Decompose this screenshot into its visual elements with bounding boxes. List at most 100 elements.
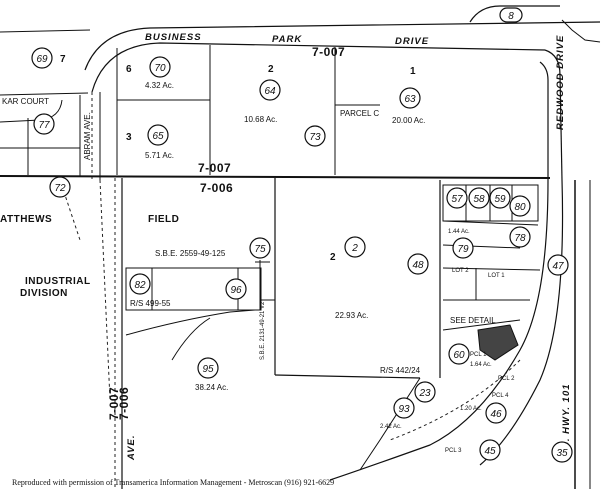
parcel-number-65: 65: [152, 131, 164, 142]
tract-7007-top: 7-007: [312, 45, 345, 59]
parcel-number-70: 70: [154, 63, 166, 74]
parcel-circle-48: [407, 253, 429, 275]
parcel-circle-58: [468, 187, 490, 209]
small-pcl-2: PCL 2: [498, 376, 515, 382]
parcel-circle-59: [489, 187, 511, 209]
parcel-number-46: 46: [490, 409, 502, 420]
small-pcl-3: PCL 3: [445, 448, 462, 454]
parcel-number-35: 35: [556, 448, 568, 459]
label-parcel-c: PARCEL C: [340, 109, 379, 118]
label-see-detail: SEE DETAIL: [450, 316, 496, 325]
small-pcl-1: PCL 1: [470, 352, 487, 358]
small-acre-242: 2.42 Ac.: [380, 424, 402, 430]
lot-2-acre: 10.68 Ac.: [244, 115, 277, 124]
lot-2-number: 2: [268, 64, 274, 75]
parcel-number-79: 79: [457, 244, 469, 255]
parcel-circle-95: [197, 357, 219, 379]
lot-6-number: 6: [126, 64, 132, 75]
street-business: BUSINESS: [145, 32, 202, 43]
street-drive: DRIVE: [395, 36, 429, 47]
lot-1-number: 1: [410, 66, 416, 77]
parcel-circle-80: [509, 195, 531, 217]
label-sbe-top: S.B.E. 2559-49-125: [155, 249, 226, 258]
parcel-number-75: 75: [254, 244, 266, 255]
street-redwood-drive: REDWOOD DRIVE: [555, 35, 566, 130]
parcel-circle-78: [509, 226, 531, 248]
street-ave: AVE.: [126, 435, 137, 461]
parcel-number-47: 47: [552, 261, 564, 272]
label-rs-left: R/S 499-55: [130, 299, 171, 308]
parcel-number-48: 48: [412, 260, 424, 271]
parcel-circle-45: [479, 439, 501, 461]
lot-1-acre: 20.00 Ac.: [392, 116, 425, 125]
tract-7006-left: 7-006: [117, 387, 131, 420]
parcel-number-59: 59: [494, 194, 506, 205]
redwood-drive-west-edge: [539, 61, 549, 180]
parcel-circle-57: [446, 187, 468, 209]
parcel-circle-75: [249, 237, 271, 259]
label-sbe-vertical: S.B.E. 2131-49-21 V2: [260, 301, 266, 360]
area-field: FIELD: [148, 214, 179, 225]
small-acre-120: 1.20 Ac.: [460, 406, 482, 412]
tract-7006: 7-006: [200, 181, 233, 195]
parcel-circle-70: [149, 56, 171, 78]
parcel-circle-96: [225, 278, 247, 300]
parcel-number-2: 2: [351, 243, 358, 254]
parcel-circle-60: [448, 343, 470, 365]
parcel-circle-64: [259, 79, 281, 101]
parcel-circle-93: [393, 397, 415, 419]
parcel-number-78: 78: [514, 233, 526, 244]
lot-2b-number: 2: [330, 252, 336, 263]
small-pcl-4: PCL 4: [492, 393, 509, 399]
lot-95-acre: 38.24 Ac.: [195, 383, 228, 392]
parcel-number-60: 60: [453, 350, 465, 361]
small-lot-2: LOT 2: [452, 268, 469, 274]
lot-7-number: 7: [60, 54, 66, 65]
parcel-circle-73: [304, 125, 326, 147]
redwood-drive-east-edge: [559, 74, 563, 181]
parcel-circle-77: [33, 113, 55, 135]
label-rs-mid: R/S 442/24: [380, 366, 421, 375]
lot-6-acre: 4.32 Ac.: [145, 81, 174, 90]
area-industrial: INDUSTRIAL: [25, 276, 91, 287]
tract-7007-mid: 7-007: [198, 161, 231, 175]
parcel-circle-47: [547, 254, 569, 276]
parcel-number-57: 57: [451, 194, 463, 205]
parcel-circle-46: [485, 402, 507, 424]
parcel-circle-65: [147, 124, 169, 146]
parcel-number-80: 80: [514, 202, 526, 213]
small-acre-164: 1.64 Ac.: [470, 362, 492, 368]
parcel-number-63: 63: [404, 94, 416, 105]
parcel-number-72: 72: [54, 183, 66, 194]
parcel-circle-35: [551, 441, 573, 463]
parcel-circle-2: [344, 236, 366, 258]
parcel-number-69: 69: [36, 54, 48, 65]
street-park: PARK: [272, 34, 302, 45]
parcel-number-58: 58: [473, 194, 485, 205]
badge-number: 8: [508, 11, 514, 22]
parcel-circle-23: [414, 381, 436, 403]
parcel-circle-79: [452, 237, 474, 259]
street-abram-ave: ABRAM AVE.: [83, 112, 92, 160]
small-lot-1: LOT 1: [488, 273, 505, 279]
parcel-number-82: 82: [134, 280, 146, 291]
tract-7007-left: 7-007: [107, 387, 121, 420]
parcel-number-93: 93: [398, 404, 410, 415]
parcel-number-73: 73: [309, 132, 321, 143]
parcel-circle-63: [399, 87, 421, 109]
lot-3-number: 3: [126, 132, 132, 143]
parcel-number-96: 96: [230, 285, 242, 296]
small-acre-144: 1.44 Ac.: [448, 229, 470, 235]
business-park-drive-south-edge: [91, 42, 546, 93]
area-matthews: ATTHEWS: [0, 214, 52, 225]
street-us-hwy-101: U.S. HWY. 101: [561, 383, 572, 460]
lot-2b-acre: 22.93 Ac.: [335, 311, 368, 320]
detail-hatched-area: [477, 324, 519, 361]
parcel-number-95: 95: [202, 364, 214, 375]
street-court: KAR COURT: [2, 97, 49, 106]
parcel-circle-69: [31, 47, 53, 69]
map-badge: 8: [469, 5, 560, 23]
parcel-circle-82: [129, 273, 151, 295]
